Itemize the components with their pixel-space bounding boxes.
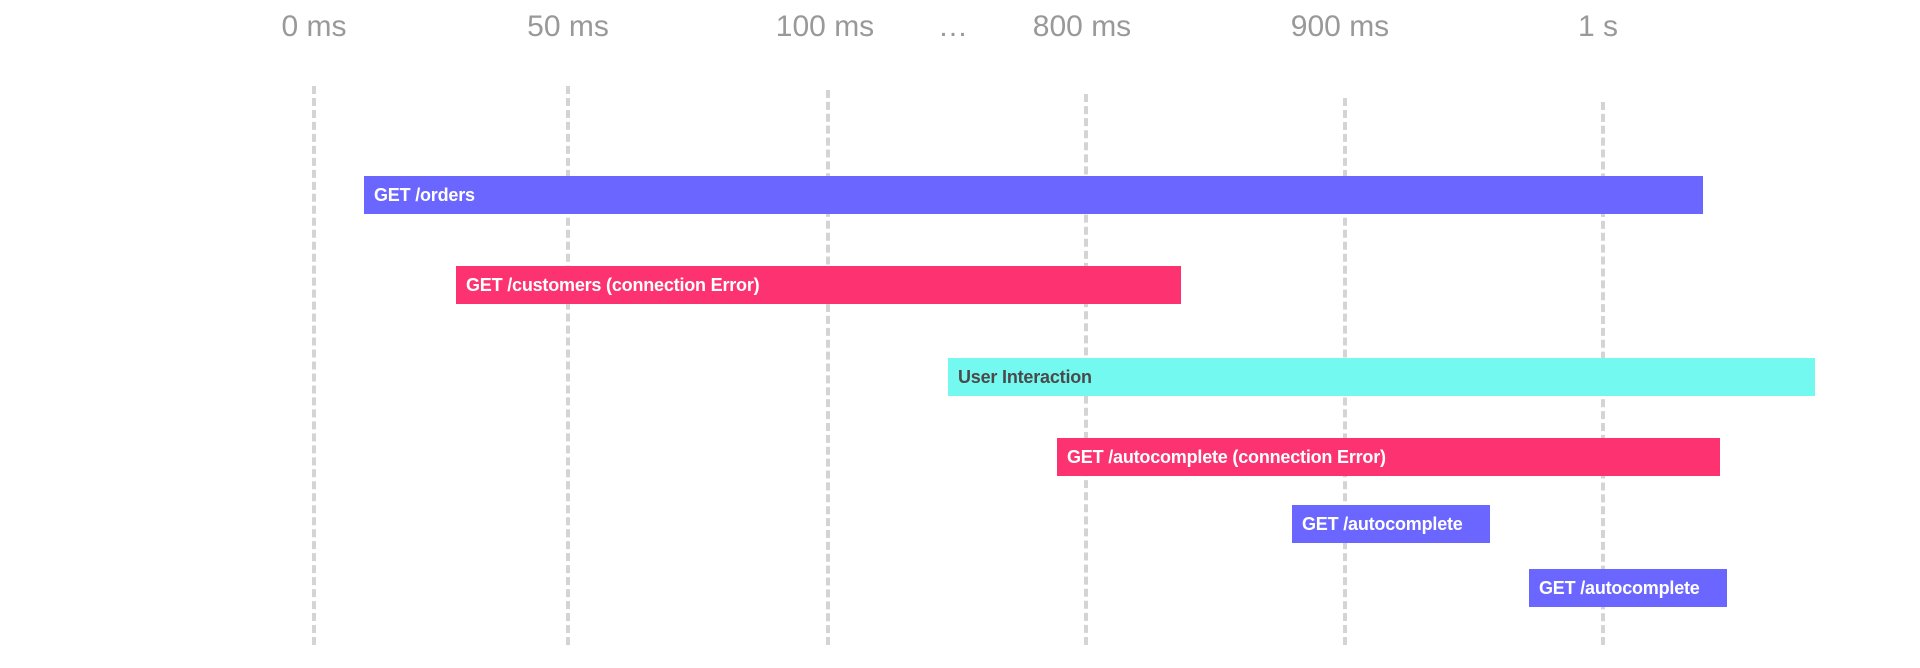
span-label: GET /autocomplete [1302, 513, 1463, 534]
tick-label: 1 s [1577, 10, 1619, 43]
error-request-span[interactable]: GET /customers (connection Error) [456, 266, 1181, 304]
gridline [312, 86, 316, 645]
gridline [566, 86, 570, 645]
span-label: GET /autocomplete (connection Error) [1067, 446, 1386, 467]
request-span[interactable]: GET /autocomplete [1292, 505, 1490, 543]
tick-label: 800 ms [1032, 10, 1132, 43]
axis-ellipsis: … [938, 10, 968, 43]
request-span[interactable]: GET /orders [364, 176, 1703, 214]
tick-label: 0 ms [281, 10, 347, 43]
gridline [826, 90, 830, 645]
span-label: User Interaction [958, 366, 1092, 387]
span-label: GET /autocomplete [1539, 577, 1700, 598]
request-span[interactable]: GET /autocomplete [1529, 569, 1727, 607]
tick-label: 50 ms [527, 10, 609, 43]
tick-label: 900 ms [1290, 10, 1390, 43]
span-label: GET /customers (connection Error) [466, 274, 760, 295]
user-interaction-span[interactable]: User Interaction [948, 358, 1815, 396]
span-label: GET /orders [374, 184, 475, 205]
tick-label: 100 ms [775, 10, 875, 43]
error-request-span[interactable]: GET /autocomplete (connection Error) [1057, 438, 1720, 476]
